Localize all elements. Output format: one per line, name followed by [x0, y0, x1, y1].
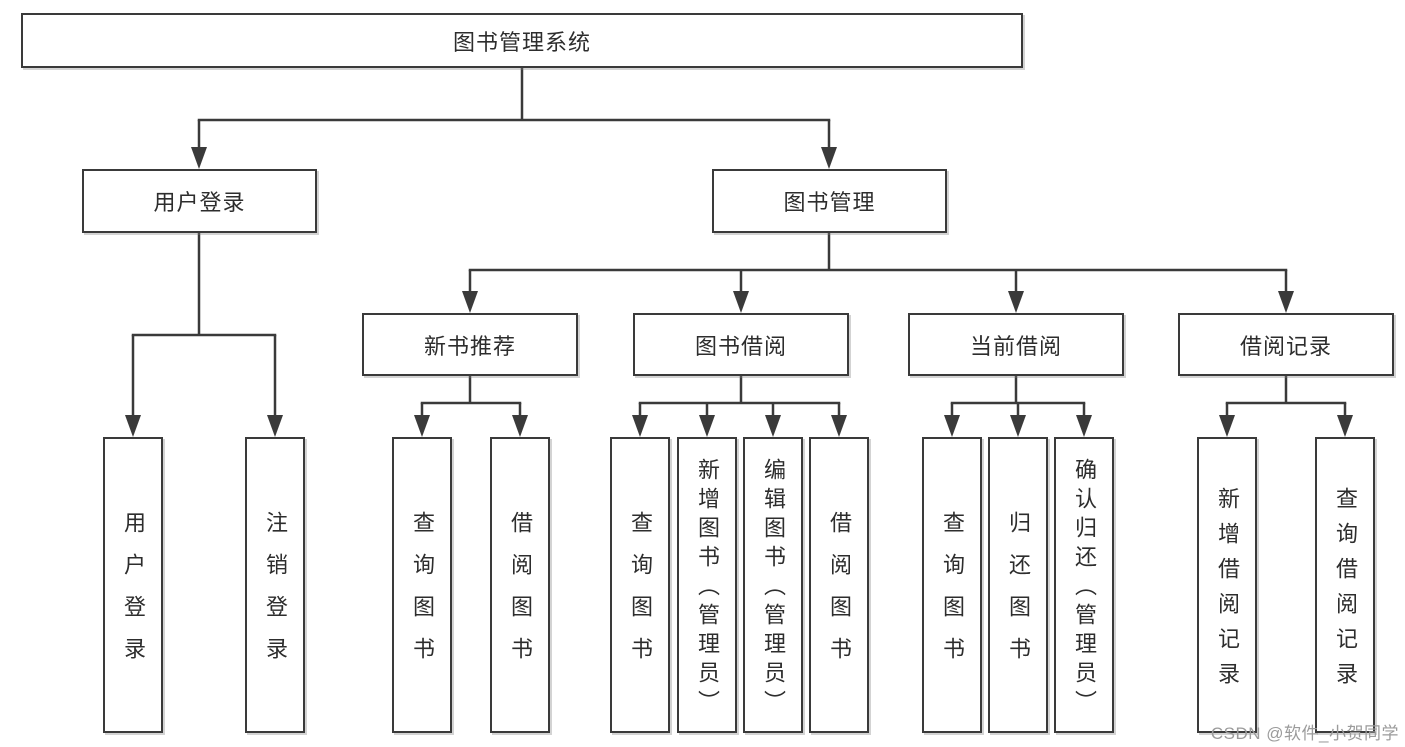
leaf-label: 借阅图书	[508, 511, 533, 679]
connector-recommend-children	[414, 376, 528, 437]
node-label: 图书管理系统	[452, 29, 591, 55]
node-label: 图书借阅	[694, 333, 787, 359]
leaf-label: 确认归还（管理员）	[1072, 458, 1097, 719]
leaf-user-login: 用户登录	[103, 437, 163, 733]
connector-borrow-children	[632, 376, 847, 437]
csdn-watermark: CSDN @软件_小贺同学	[1210, 724, 1399, 743]
connector-root-to-level2	[191, 68, 837, 169]
node-label: 当前借阅	[969, 333, 1062, 359]
leaf-add-books-admin: 新增图书（管理员）	[677, 437, 737, 733]
connector-current-children	[944, 376, 1092, 437]
leaf-query-borrow-record: 查询借阅记录	[1315, 437, 1375, 733]
connector-user-login-children	[125, 233, 283, 437]
leaf-borrow-books-recommend: 借阅图书	[490, 437, 550, 733]
leaf-return-books: 归还图书	[988, 437, 1048, 733]
connector-book-mgmt-children	[462, 233, 1294, 313]
node-borrow-records: 借阅记录	[1178, 313, 1394, 376]
leaf-label: 注销登录	[263, 511, 288, 679]
leaf-label: 新增图书（管理员）	[695, 458, 720, 719]
leaf-label: 用户登录	[121, 511, 146, 679]
node-label: 用户登录	[153, 190, 246, 215]
connector-records-children	[1219, 376, 1353, 437]
leaf-confirm-return-admin: 确认归还（管理员）	[1054, 437, 1114, 733]
node-current-borrow: 当前借阅	[908, 313, 1124, 376]
leaf-label: 查询借阅记录	[1333, 486, 1358, 697]
leaf-label: 借阅图书	[827, 511, 852, 679]
leaf-query-books-recommend: 查询图书	[392, 437, 452, 733]
leaf-borrow-books: 借阅图书	[809, 437, 869, 733]
node-book-management: 图书管理	[712, 169, 947, 233]
node-label: 新书推荐	[423, 333, 516, 359]
leaf-query-books-borrow: 查询图书	[610, 437, 670, 733]
leaf-label: 查询图书	[628, 511, 653, 679]
node-user-login: 用户登录	[82, 169, 317, 233]
leaf-label: 查询图书	[940, 511, 965, 679]
node-root-system: 图书管理系统	[21, 13, 1023, 68]
node-label: 图书管理	[783, 190, 876, 215]
leaf-label: 归还图书	[1006, 511, 1031, 679]
leaf-edit-books-admin: 编辑图书（管理员）	[743, 437, 803, 733]
leaf-label: 新增借阅记录	[1215, 486, 1240, 697]
leaf-label: 编辑图书（管理员）	[761, 458, 786, 719]
leaf-label: 查询图书	[410, 511, 435, 679]
leaf-add-borrow-record: 新增借阅记录	[1197, 437, 1257, 733]
node-label: 借阅记录	[1239, 333, 1332, 359]
leaf-query-books-current: 查询图书	[922, 437, 982, 733]
node-new-book-recommend: 新书推荐	[362, 313, 578, 376]
leaf-logout: 注销登录	[245, 437, 305, 733]
node-book-borrow: 图书借阅	[633, 313, 849, 376]
